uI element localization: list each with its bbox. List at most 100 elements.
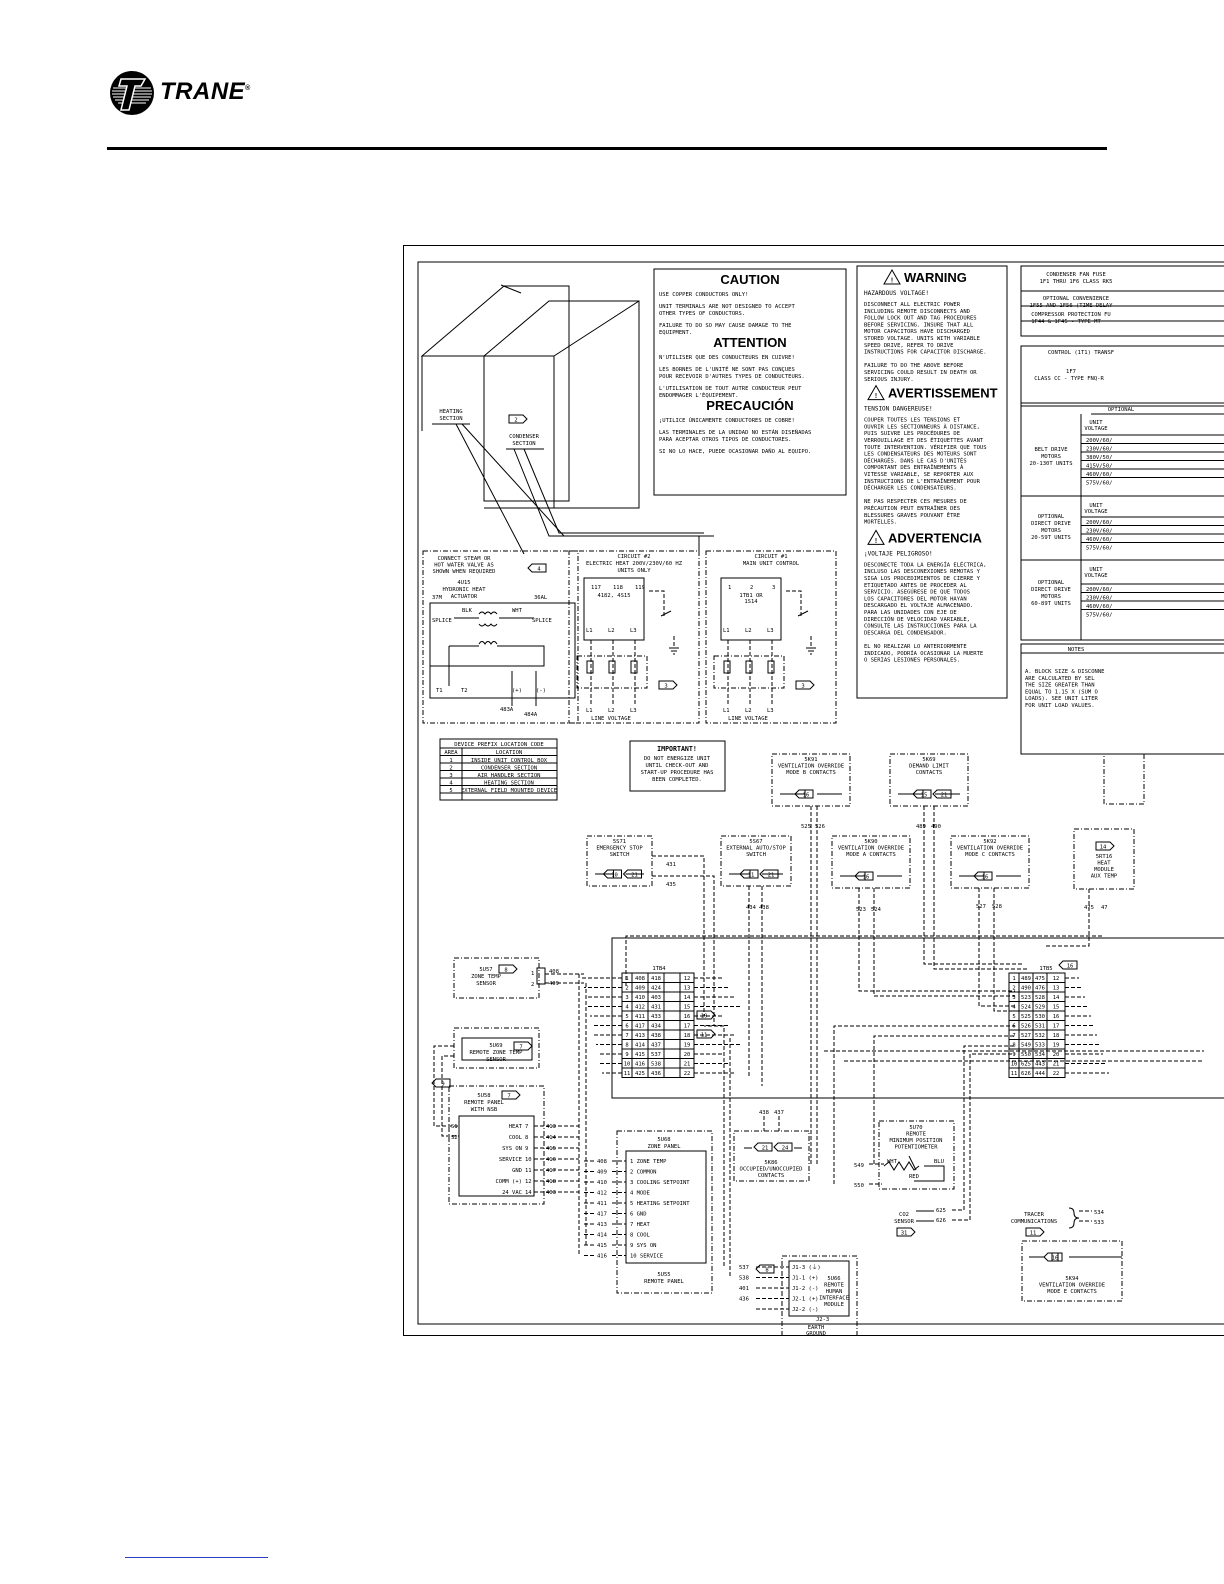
k69-tag	[932, 789, 952, 799]
tb5-wire: 528	[1035, 995, 1045, 1001]
circuit2-fuse-icon	[630, 660, 638, 674]
dd1-voltage: 575V/60/	[1086, 546, 1113, 552]
u57-pin: 2	[531, 982, 534, 988]
prefix-location: INSIDE UNIT CONTROL BOX	[471, 758, 548, 764]
tracer-brace	[1068, 1207, 1080, 1229]
avertissement-triangle-icon-mark: !	[874, 392, 878, 400]
belt-voltage: 415V/50/	[1086, 464, 1113, 470]
prefix-area: 1	[449, 758, 452, 764]
main-control-board	[611, 937, 1224, 1099]
earth-label: GROUND	[806, 1331, 826, 1336]
k90-box	[831, 835, 911, 889]
u68-wire: 412	[597, 1191, 607, 1197]
tb4-wire: 414	[635, 1043, 646, 1049]
avertissement-subtitle: TENSION DANGEREUSE!	[864, 406, 933, 413]
circuit1-line-terminal: L1	[723, 628, 730, 634]
tb4-wire: 409	[635, 986, 645, 992]
u69-inner	[461, 1037, 533, 1061]
u68-pin: 10 SERVICE	[630, 1254, 663, 1260]
k86-tag	[753, 1142, 773, 1152]
attention-line: ENDOMMAGER L'ÉQUIPEMENT.	[659, 391, 738, 399]
u69-label: SENSOR	[486, 1057, 507, 1063]
leader-line	[461, 423, 700, 551]
caution-title: CAUTION	[720, 272, 779, 287]
s71-box	[586, 835, 653, 887]
circuit1-terminal-number: 2	[750, 585, 753, 591]
tb4-pin: 2	[625, 986, 628, 992]
tb4-wire: 433	[651, 1014, 661, 1020]
rt16-label: AUX TEMP	[1091, 874, 1118, 880]
dd2-voltage: 230V/60/	[1086, 596, 1113, 602]
tb5-pin: 15	[1053, 1005, 1060, 1011]
u66-tag-text: 8	[765, 1268, 768, 1274]
tb4-wire: 438	[651, 1033, 661, 1039]
tb5-wire: 525	[1021, 1014, 1031, 1020]
fuse-row-text: 1F1 THRU 1F6 CLASS RK5	[1040, 279, 1113, 285]
u58-pin-label: COMM (+)	[496, 1179, 523, 1185]
dd2-voltage: 200V/60/	[1086, 587, 1113, 593]
u68-inner	[625, 1150, 707, 1264]
circuit2-line-terminal: L1	[586, 628, 593, 634]
hydronic-terminal: 36AL	[534, 595, 548, 601]
u68-pin: 1 ZONE TEMP	[630, 1159, 667, 1165]
k90-tag	[854, 871, 874, 881]
footer-link-underline[interactable]	[125, 1557, 268, 1558]
circuit1-fuse-icon	[745, 660, 753, 674]
u58-pin-number: 7	[525, 1124, 528, 1130]
u66-label: HUMAN	[826, 1289, 843, 1295]
belt-drive-label: MOTORS	[1041, 454, 1061, 460]
tb5-pin: 14	[1053, 995, 1060, 1001]
s71-tag-text: 21	[631, 873, 638, 879]
belt-voltage: 230V/60/	[1086, 447, 1113, 453]
u68-pin: 5 HEATING SETPOINT	[630, 1201, 690, 1207]
important-line: DO NOT ENERGIZE UNIT	[644, 756, 711, 762]
k91-label: VENTILATION OVERRIDE	[778, 764, 844, 770]
u70-color: RED	[909, 1174, 919, 1180]
circuit1-terminal-number: 3	[772, 585, 775, 591]
u66-label: INTERFACE	[819, 1296, 849, 1302]
tb5-pin: 16	[1053, 1014, 1060, 1020]
tb5-wire: 534	[1035, 1052, 1046, 1058]
leader-line	[513, 448, 714, 537]
u66-pin: J1-1 (+)	[792, 1276, 819, 1282]
tb4-wire: 415	[635, 1052, 645, 1058]
belt-voltage: 575V/60/	[1086, 481, 1113, 487]
u57-tag	[498, 964, 518, 974]
note-line: ARE CALCULATED BY SEL	[1025, 676, 1095, 682]
tb5-wire: 523	[1021, 995, 1031, 1001]
important-title: IMPORTANT!	[657, 745, 697, 753]
k91-tag-text: 16	[803, 793, 810, 799]
u58-label: WITH NSB	[471, 1107, 498, 1113]
u68-pin: 8 COOL	[630, 1233, 651, 1239]
avertissement-line: VITESSE VARIABLE, SE REPORTER AUX	[864, 472, 974, 478]
dd2-voltage: 575V/60/	[1086, 613, 1113, 619]
u58-pin-label: SYS ON	[502, 1146, 522, 1152]
circuit1-supply-line: L2	[745, 708, 752, 714]
advertencia-line: CONSULTE LAS INSTRUCCIONES PARA LA	[864, 624, 977, 630]
header-rule	[107, 147, 1107, 150]
advertencia-line: DIRECCIÓN DE VELOCIDAD VARIABLE,	[864, 616, 970, 623]
k86-tag-text: 24	[782, 1146, 789, 1152]
direct-drive-label: OPTIONAL	[1038, 580, 1065, 586]
k94-tag-text: 16	[1052, 1256, 1059, 1262]
hydronic-actuator	[429, 602, 576, 699]
tb4-wire: 537	[651, 1052, 661, 1058]
tb5-wire: 532	[1035, 1033, 1045, 1039]
u58-tag-text: 7	[507, 1094, 510, 1100]
u58-pin-label: HEAT	[509, 1124, 523, 1130]
avertissement-line: COUPER TOUTES LES TENSIONS ET	[864, 418, 961, 424]
circuit1-line-terminal: L3	[767, 628, 774, 634]
advertencia-subtitle: ¡VOLTAJE PELIGROSO!	[864, 550, 933, 557]
tb4-wire: 416	[635, 1062, 645, 1068]
hydronic-pin: (-)	[536, 688, 546, 694]
unit-heating-section-outline	[420, 285, 570, 502]
advertencia-line: O SERIAS LESIONES PERSONALES.	[864, 658, 960, 664]
belt-voltage: 380V/50/	[1086, 455, 1113, 461]
hydronic-pin: (+)	[512, 688, 522, 694]
tb5-pin: 18	[1053, 1033, 1060, 1039]
belt-voltage: 460V/60/	[1086, 472, 1113, 478]
unit-voltage: VOLTAGE	[1084, 426, 1107, 432]
circuit2-box	[568, 550, 700, 724]
u58-pin-number: 12	[525, 1179, 532, 1185]
circuit2-line-terminal: L3	[630, 628, 637, 634]
